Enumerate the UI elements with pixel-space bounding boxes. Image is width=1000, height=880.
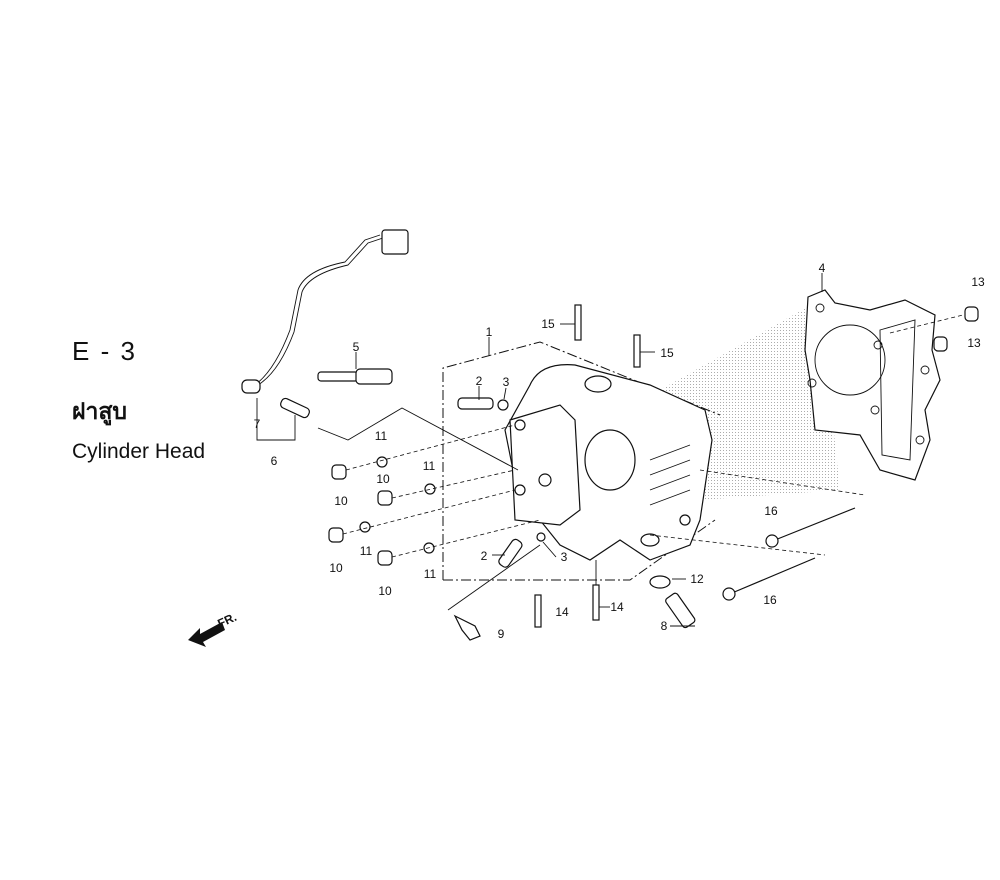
long-bolt — [722, 507, 856, 601]
callout-2: 2 — [481, 549, 488, 563]
callout-13: 13 — [971, 275, 985, 289]
callout-15: 15 — [660, 346, 674, 360]
callout-13: 13 — [967, 336, 981, 350]
callout-9: 9 — [498, 627, 505, 641]
leader-6 — [317, 407, 519, 471]
callout-11: 11 — [375, 429, 388, 443]
clip — [536, 532, 546, 542]
callout-12: 12 — [690, 572, 704, 586]
front-direction-arrow: FR. — [188, 610, 239, 647]
callout-16: 16 — [764, 504, 778, 518]
callout-5: 5 — [353, 340, 360, 354]
callout-8: 8 — [661, 619, 668, 633]
stud-bolt — [592, 584, 600, 621]
nuts-washers — [328, 424, 541, 566]
flange-bolt — [453, 614, 481, 641]
callout-11: 11 — [360, 544, 373, 558]
callout-3: 3 — [503, 375, 510, 389]
fr-label: FR. — [215, 610, 238, 631]
cylinder-head — [504, 364, 713, 561]
stud-bolt — [534, 594, 542, 628]
sensor-body — [241, 379, 261, 394]
callout-10: 10 — [376, 472, 390, 486]
bracket-7-6 — [256, 398, 296, 441]
callout-7: 7 — [254, 417, 261, 431]
callout-14: 14 — [555, 605, 569, 619]
sealing-washer — [649, 575, 671, 589]
callout-10: 10 — [329, 561, 343, 575]
leader-13 — [889, 314, 964, 334]
valve-guide — [498, 538, 523, 568]
callout-4: 4 — [819, 261, 826, 275]
callout-15: 15 — [541, 317, 555, 331]
callout-2: 2 — [476, 374, 483, 388]
stud-bolt — [574, 304, 582, 341]
callout-6: 6 — [271, 454, 278, 468]
valve-guide — [457, 397, 494, 410]
connector — [381, 229, 409, 255]
callout-11: 11 — [423, 459, 436, 473]
callout-16: 16 — [763, 593, 777, 607]
clip — [497, 399, 509, 411]
title-english: Cylinder Head — [72, 440, 206, 463]
callout-3: 3 — [561, 550, 568, 564]
cylinder-head-gasket — [804, 289, 941, 481]
callout-1: 1 — [486, 325, 493, 339]
temperature-sensor — [280, 397, 310, 419]
stud-bolt — [633, 334, 641, 368]
sensor-cable — [254, 234, 381, 386]
spark-plug — [317, 352, 393, 385]
callout-11: 11 — [424, 567, 437, 581]
section-code: E - 3 — [72, 336, 137, 366]
dowel-pin — [933, 336, 948, 352]
dowel-pin — [964, 306, 979, 322]
thermo-sensor — [665, 592, 696, 629]
assembly-bracket — [442, 341, 721, 580]
callout-10: 10 — [378, 584, 392, 598]
callout-10: 10 — [334, 494, 348, 508]
callout-14: 14 — [610, 600, 624, 614]
title-thai: ฝาสูบ — [72, 398, 128, 424]
